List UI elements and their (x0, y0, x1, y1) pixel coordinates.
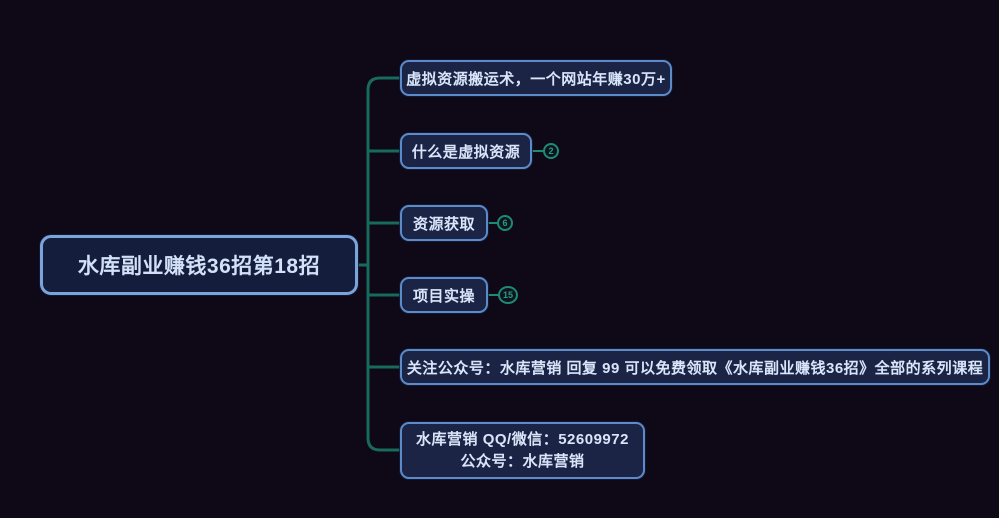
collapsed-children-badge[interactable]: 2 (543, 143, 559, 159)
topic-node-contact-info[interactable]: 水库营销 QQ/微信：52609972 公众号：水库营销 (400, 422, 645, 479)
root-topic-node[interactable]: 水库副业赚钱36招第18招 (40, 235, 358, 295)
topic-node-follow-official-account[interactable]: 关注公众号：水库营销 回复 99 可以免费领取《水库副业赚钱36招》全部的系列课… (400, 349, 990, 385)
topic-node-project-practice[interactable]: 项目实操 (400, 277, 488, 313)
collapsed-children-count: 2 (548, 145, 554, 156)
topic-label: 资源获取 (412, 215, 475, 233)
topic-label: 项目实操 (412, 287, 475, 305)
topic-label: 水库营销 QQ/微信：52609972 公众号：水库营销 (416, 430, 629, 470)
topic-label: 关注公众号：水库营销 回复 99 可以免费领取《水库副业赚钱36招》全部的系列课… (406, 359, 984, 377)
collapsed-children-badge[interactable]: 6 (497, 215, 513, 231)
collapsed-children-count: 15 (502, 289, 513, 300)
topic-node-what-is-virtual-resource[interactable]: 什么是虚拟资源 (400, 133, 532, 169)
collapsed-children-count: 6 (502, 217, 508, 228)
root-topic-label: 水库副业赚钱36招第18招 (77, 255, 321, 278)
collapsed-children-badge[interactable]: 15 (498, 286, 518, 304)
topic-node-virtual-resource-method[interactable]: 虚拟资源搬运术，一个网站年赚30万+ (400, 60, 672, 96)
topic-node-resource-acquisition[interactable]: 资源获取 (400, 205, 488, 241)
topic-label: 什么是虚拟资源 (411, 143, 521, 161)
topic-label: 虚拟资源搬运术，一个网站年赚30万+ (406, 70, 666, 88)
